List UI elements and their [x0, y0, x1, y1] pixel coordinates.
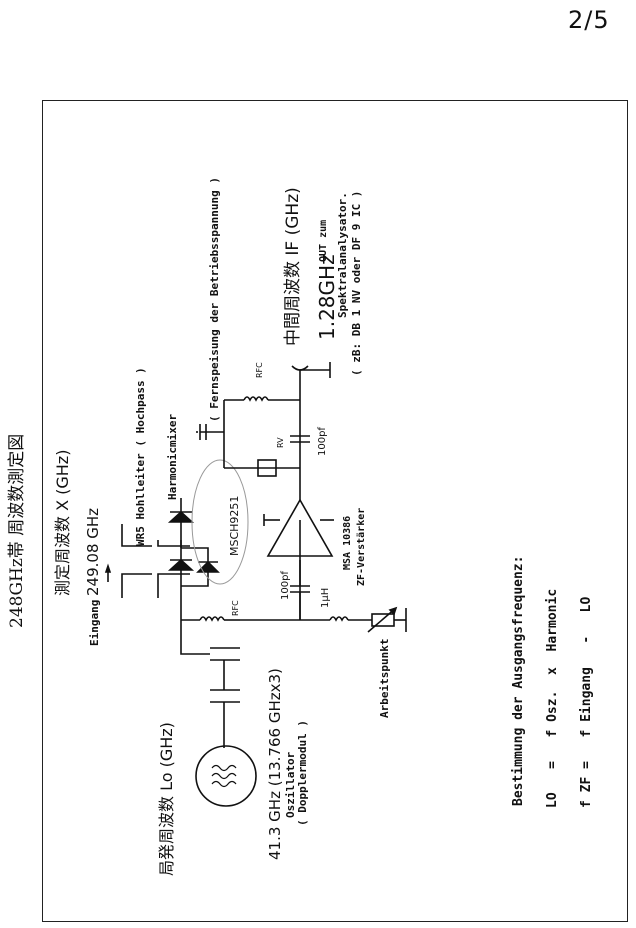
feedback-rfc-label: RFC	[255, 362, 264, 378]
formula-zf: f ZF = f Eingang - LO	[579, 597, 594, 808]
measured-frequency-value: 249.08 GHz	[84, 508, 102, 596]
if-line-2: Spektralanalysator.	[336, 192, 349, 318]
if-line-3: ( zB: DB 1 NV oder DF 9 IC )	[350, 191, 363, 376]
feedback-network	[196, 396, 301, 477]
amplifier-label: MSA 10386	[342, 516, 353, 570]
formula-heading: Bestimmung der Ausgangsfrequenz:	[511, 556, 526, 806]
amplifier-input-cap	[290, 560, 310, 620]
lo-wire	[180, 620, 240, 748]
if-signal-line	[240, 520, 301, 621]
if-out-text: OUT zum	[318, 220, 329, 262]
waveguide-symbol	[104, 524, 190, 598]
mixer-diode-symbol	[167, 498, 220, 620]
amplifier-symbol	[263, 468, 334, 557]
bias-network	[300, 606, 407, 633]
bias-label: Arbeitspunkt	[378, 639, 391, 718]
oscillator-module: ( Dopplermodul )	[296, 720, 309, 826]
local-oscillator-label: 局発周波数 Lo (GHz)	[157, 722, 176, 876]
diode-label: MSCH9251	[228, 496, 241, 556]
mixer-rfc-label: RFC	[231, 600, 240, 616]
bias-inductor-label: 1μH	[320, 588, 331, 608]
amplifier-sublabel: ZF-Verstärker	[356, 508, 367, 586]
if-value: 1.28GHz	[315, 254, 339, 340]
if-output-line	[291, 362, 331, 400]
local-oscillator-frequency: 41.3 GHz (13.766 GHzx3)	[266, 668, 284, 860]
measured-frequency-label: 測定周波数 X (GHz)	[53, 450, 72, 596]
rv-label: RV	[276, 437, 285, 448]
oscillator-name: Oszillator	[284, 751, 297, 818]
if-label: 中間周波数 IF (GHz)	[283, 187, 303, 346]
mixer-label: Harmonicmixer	[166, 414, 179, 500]
formula-lo: LO = f Osz. x Harmonic	[545, 589, 560, 808]
output-cap-label: 100pf	[317, 427, 328, 456]
input-label: Eingang	[88, 600, 101, 646]
mixer-rfc-coil	[181, 616, 240, 622]
diode-annotation-circle	[191, 459, 249, 585]
waveguide-label: WR5 Hohlleiter ( Hochpass )	[134, 367, 147, 546]
diagram-title: 248GHz帯 周波数測定図	[7, 434, 27, 628]
oscillator-symbol	[195, 745, 257, 807]
remote-supply-label: ( Fernspeisung der Betriebsspannung )	[208, 177, 221, 422]
schematic-frame	[42, 100, 628, 922]
page-number: 2/5	[568, 6, 610, 34]
output-cap	[290, 435, 310, 443]
amplifier-input-cap-label: 100pf	[280, 571, 291, 600]
